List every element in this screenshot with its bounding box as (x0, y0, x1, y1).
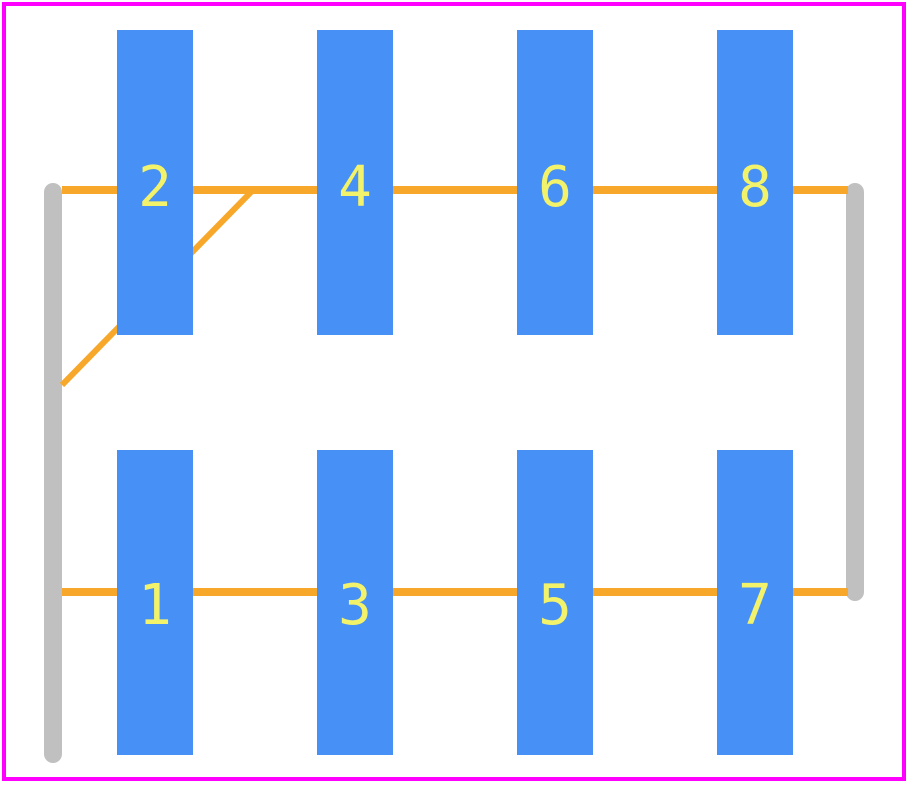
pad-8-copper (717, 30, 793, 335)
pad-6-label: 6 (538, 155, 572, 220)
pad-8-label: 8 (738, 155, 772, 220)
pad-1-copper (117, 450, 193, 755)
pad-4[interactable]: 4 (317, 30, 393, 335)
pad-7-label: 7 (738, 573, 772, 638)
pad-5-copper (517, 450, 593, 755)
pad-6[interactable]: 6 (517, 30, 593, 335)
pad-3-copper (317, 450, 393, 755)
pad-3-label: 3 (338, 573, 372, 638)
pad-7-copper (717, 450, 793, 755)
pad-8[interactable]: 8 (717, 30, 793, 335)
pad-5[interactable]: 5 (517, 450, 593, 755)
pad-2-copper (117, 30, 193, 335)
pad-2[interactable]: 2 (117, 30, 193, 335)
pad-5-label: 5 (538, 573, 572, 638)
pad-1-label: 1 (138, 573, 172, 638)
pad-2-label: 2 (138, 155, 172, 220)
pad-4-copper (317, 30, 393, 335)
pad-1[interactable]: 1 (117, 450, 193, 755)
pad-3[interactable]: 3 (317, 450, 393, 755)
pad-7[interactable]: 7 (717, 450, 793, 755)
pad-4-label: 4 (338, 155, 372, 220)
pad-6-copper (517, 30, 593, 335)
